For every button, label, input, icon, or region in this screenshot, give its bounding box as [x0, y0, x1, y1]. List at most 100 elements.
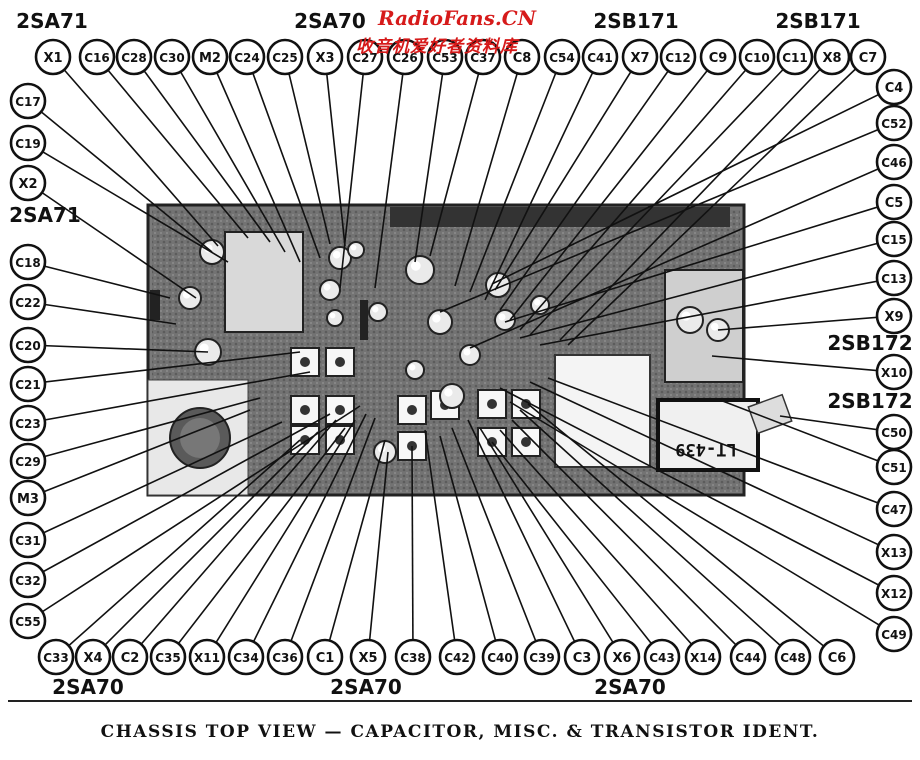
callout-text: C1 — [316, 651, 335, 666]
callout-circle — [9, 326, 47, 364]
callout-circle — [776, 38, 814, 76]
callout-c7: C7 — [849, 38, 887, 76]
callout-circle — [875, 615, 913, 653]
callout-circle — [875, 183, 913, 221]
callout-c42: C42 — [438, 638, 476, 676]
callout-c11: C11 — [776, 38, 814, 76]
callout-text: X12 — [881, 587, 907, 601]
callout-text: C23 — [15, 417, 41, 431]
callout-circle — [464, 38, 502, 76]
callout-text: C46 — [881, 156, 907, 170]
callout-text: C38 — [400, 651, 426, 665]
callout-circle — [684, 638, 722, 676]
callout-circle — [603, 638, 641, 676]
callout-x1: X1 — [34, 38, 72, 76]
callout-x8: X8 — [813, 38, 851, 76]
callout-text: C19 — [15, 137, 41, 151]
callout-text: C55 — [15, 615, 41, 629]
callout-c50: C50 — [875, 413, 913, 451]
leader-line-c38 — [411, 445, 414, 658]
callout-c15: C15 — [875, 220, 913, 258]
callout-c5: C5 — [875, 183, 913, 221]
callout-circle — [188, 638, 226, 676]
callout-x2: X2 — [9, 164, 47, 202]
callout-text: C3 — [573, 651, 592, 666]
callout-text: C20 — [15, 339, 41, 353]
callout-circle — [818, 638, 856, 676]
watermark-site: RadioFans.CN — [378, 6, 536, 30]
callout-c16: C16 — [78, 38, 116, 76]
callout-c17: C17 — [9, 82, 47, 120]
callout-text: C42 — [444, 651, 470, 665]
callout-text: M3 — [17, 492, 39, 507]
callout-x12: X12 — [875, 574, 913, 612]
callout-circle — [875, 533, 913, 571]
callout-text: C17 — [15, 95, 41, 109]
callout-c27: C27 — [346, 38, 384, 76]
leader-line-c44 — [511, 419, 749, 658]
callout-text: X2 — [18, 177, 37, 192]
callout-circle — [875, 297, 913, 335]
callout-c36: C36 — [266, 638, 304, 676]
callout-x9: X9 — [875, 297, 913, 335]
callout-circle — [78, 38, 116, 76]
callout-circle — [115, 38, 153, 76]
callout-c24: C24 — [228, 38, 266, 76]
leader-line-x2 — [27, 182, 197, 299]
callout-text: C4 — [885, 81, 904, 96]
callout-text: C43 — [649, 651, 675, 665]
callout-text: C22 — [15, 296, 41, 310]
callout-circle — [306, 638, 344, 676]
callout-circle — [849, 38, 887, 76]
leader-line-c2 — [129, 419, 337, 658]
callout-text: C47 — [881, 503, 907, 517]
callout-circle — [659, 38, 697, 76]
callout-c46: C46 — [875, 143, 913, 181]
diagram-caption: CHASSIS TOP VIEW — CAPACITOR, MISC. & TR… — [100, 722, 820, 742]
callout-text: C18 — [15, 256, 41, 270]
callout-circle — [875, 574, 913, 612]
leader-line-c32 — [27, 413, 331, 581]
transistor-label: 2SA70 — [594, 675, 666, 699]
callout-circle — [875, 490, 913, 528]
callout-circle — [228, 38, 266, 76]
callout-x14: X14 — [684, 638, 722, 676]
callout-text: C33 — [43, 651, 69, 665]
callout-circle — [774, 638, 812, 676]
callout-c54: C54 — [543, 38, 581, 76]
callout-c2: C2 — [111, 638, 149, 676]
callout-text: C36 — [272, 651, 298, 665]
callout-circle — [875, 68, 913, 106]
callout-circle — [394, 638, 432, 676]
callout-c30: C30 — [153, 38, 191, 76]
callout-text: X9 — [884, 310, 903, 325]
callout-circle — [523, 638, 561, 676]
callout-c23: C23 — [9, 404, 47, 442]
callout-text: X8 — [822, 51, 841, 66]
callout-text: X3 — [315, 51, 334, 66]
leader-line-x14 — [499, 429, 704, 658]
callout-text: C54 — [549, 51, 575, 65]
callout-c20: C20 — [9, 326, 47, 364]
transistor-label: 2SB171 — [775, 9, 860, 33]
leader-line-c22 — [27, 301, 177, 325]
callout-x13: X13 — [875, 533, 913, 571]
callout-c18: C18 — [9, 243, 47, 281]
leader-line-c51 — [719, 399, 895, 468]
leader-line-x10 — [711, 355, 895, 373]
callout-text: C52 — [881, 117, 907, 131]
callout-text: X5 — [358, 651, 377, 666]
callout-text: C50 — [881, 426, 907, 440]
callout-text: C9 — [709, 51, 728, 66]
callout-c47: C47 — [875, 490, 913, 528]
leader-line-c33 — [55, 439, 301, 658]
transistor-label: 2SB172 — [827, 389, 912, 413]
callout-circle — [9, 164, 47, 202]
leader-line-x6 — [479, 427, 623, 658]
callout-text: C31 — [15, 534, 41, 548]
leader-line-c15 — [519, 238, 895, 339]
leader-line-c26 — [374, 56, 406, 289]
callout-text: C35 — [155, 651, 181, 665]
leader-line-c29 — [27, 397, 261, 462]
leader-line-x12 — [499, 387, 895, 594]
